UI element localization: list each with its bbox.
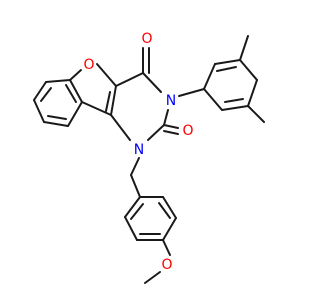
bond — [247, 105, 265, 123]
bond — [203, 63, 216, 90]
bond — [33, 81, 47, 101]
bond — [163, 124, 179, 129]
methoxy-oxygen-label: O — [161, 257, 172, 273]
bond — [144, 271, 161, 284]
bond — [124, 196, 141, 218]
bond — [33, 99, 45, 123]
bond — [163, 109, 169, 126]
bond — [142, 72, 162, 93]
bond — [110, 114, 131, 141]
bond — [65, 84, 77, 103]
bond — [96, 63, 117, 87]
carbonyl-oxygen-top-label: O — [141, 31, 152, 47]
furan-oxygen-label: O — [83, 57, 94, 73]
n1-nitrogen-label: N — [134, 142, 144, 158]
bond — [69, 69, 82, 81]
bond — [47, 115, 67, 120]
bond — [158, 202, 171, 219]
bond — [81, 101, 112, 116]
bond — [147, 124, 165, 141]
n3-nitrogen-label: N — [166, 93, 176, 109]
bond — [105, 91, 111, 112]
bond — [221, 105, 249, 111]
bond — [247, 79, 258, 107]
atom-label-layer: O O N O N O — [83, 31, 193, 273]
bond — [163, 130, 179, 135]
bond — [130, 157, 140, 176]
bond — [162, 239, 171, 256]
bond — [69, 79, 83, 103]
bond — [43, 121, 69, 127]
bond — [124, 216, 138, 241]
bond — [216, 66, 237, 72]
bond — [130, 203, 144, 220]
bond — [214, 59, 241, 65]
bond — [239, 59, 258, 81]
structure-diagram: O O N O N O — [33, 31, 265, 284]
bond — [178, 88, 205, 97]
bond — [130, 174, 141, 198]
bond — [239, 35, 249, 61]
bond — [203, 88, 223, 111]
molecule-canvas: O O N O N O — [33, 31, 265, 284]
bond — [115, 72, 144, 87]
bond — [110, 85, 117, 116]
bond — [162, 196, 177, 219]
bond — [40, 87, 52, 102]
bond — [67, 101, 83, 127]
carbonyl-oxygen-right-label: O — [182, 123, 193, 139]
bond — [45, 79, 71, 83]
bond-layer — [33, 35, 265, 284]
bond — [162, 217, 177, 241]
bond — [224, 98, 244, 103]
